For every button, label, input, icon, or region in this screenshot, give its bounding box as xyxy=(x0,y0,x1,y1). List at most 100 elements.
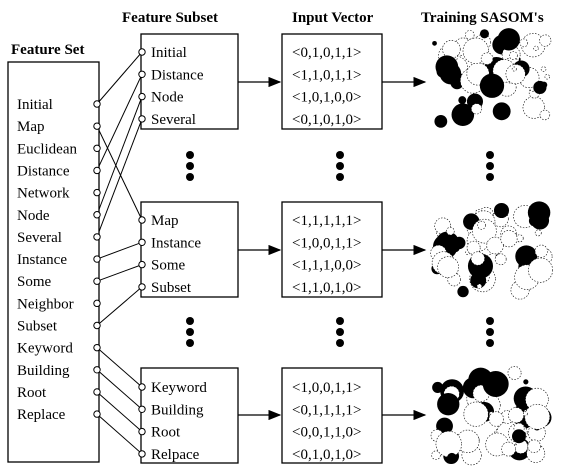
subset-item: Map xyxy=(151,213,179,229)
sasom-bubble xyxy=(480,52,494,65)
subset-port xyxy=(138,283,146,291)
feature-set-item: Replace xyxy=(17,407,66,423)
sasom-bubble xyxy=(435,55,459,79)
feature-port xyxy=(93,211,101,219)
sasom-bubble xyxy=(458,96,467,105)
feature-set-item: Keyword xyxy=(17,341,73,357)
sasom-bubble xyxy=(544,74,550,80)
connection-wires xyxy=(96,51,143,455)
subset-item: Keyword xyxy=(151,380,207,396)
subset-port xyxy=(138,450,146,458)
subset-item: Relpace xyxy=(151,447,200,463)
sasom-bubble xyxy=(534,229,542,237)
subset-port xyxy=(138,427,146,436)
sasom-bubble xyxy=(501,441,516,457)
sasom-bubble xyxy=(432,40,437,46)
sasom-map-1 xyxy=(432,28,552,128)
connection-wire xyxy=(96,51,143,105)
sasom-bubble xyxy=(527,439,541,453)
input-vector-row: <1,1,1,0,0> xyxy=(292,258,361,274)
input-vector-row: <1,1,0,1,1> xyxy=(292,67,361,83)
subset-item: Distance xyxy=(151,67,204,83)
feature-port xyxy=(93,299,101,308)
feature-set-item: Instance xyxy=(17,252,67,268)
feature-port xyxy=(93,144,101,153)
feature-set-list: InitialMapEuclideanDistanceNetworkNodeSe… xyxy=(17,97,77,423)
subset-item: Subset xyxy=(151,280,192,296)
connection-wire xyxy=(96,286,143,326)
feature-set-box xyxy=(7,61,100,463)
connection-wire xyxy=(96,369,143,410)
sasom-bubble xyxy=(492,102,511,121)
sasom-bubble xyxy=(539,109,551,121)
sasom-bubble xyxy=(493,202,510,219)
subset-port xyxy=(138,260,146,269)
sasom-bubble xyxy=(465,30,475,40)
sasom-bubble xyxy=(446,226,455,236)
feature-set-item: Subset xyxy=(17,319,58,335)
feature-set-item: Initial xyxy=(17,97,53,113)
feature-port xyxy=(93,255,101,263)
sasom-bubble xyxy=(523,379,529,385)
sasom-map-2 xyxy=(430,201,553,300)
sasom-bubble xyxy=(437,256,459,278)
sasom-bubble xyxy=(435,430,462,458)
sasom-bubble xyxy=(470,251,485,266)
connection-wire xyxy=(96,347,143,388)
feature-set-item: Network xyxy=(17,186,70,202)
sasom-bubble xyxy=(457,285,469,298)
sasom-bubble xyxy=(522,96,546,119)
connection-wire xyxy=(96,264,143,282)
connection-wire xyxy=(96,118,143,238)
feature-set-item: Map xyxy=(17,119,45,135)
input-vector-row: <1,1,0,1,0> xyxy=(292,280,361,296)
sasom-bubble xyxy=(509,51,518,60)
sasom-bubble xyxy=(524,403,551,430)
feature-port xyxy=(93,343,101,352)
feature-set-item: Several xyxy=(17,230,62,246)
subset-port xyxy=(138,70,146,79)
subset-item: Instance xyxy=(151,235,201,251)
subset-port xyxy=(138,48,146,56)
sasom-bubble xyxy=(534,244,548,258)
subset-item: Building xyxy=(151,402,204,418)
sasom-bubble xyxy=(451,103,475,127)
input-vector-row: <0,1,0,1,0> xyxy=(292,112,361,128)
feature-set-item: Distance xyxy=(17,163,70,179)
vector-box-3 xyxy=(281,367,383,464)
sasom-bubble xyxy=(456,429,480,454)
subset-item: Initial xyxy=(151,45,187,61)
sasom-bubble xyxy=(533,45,539,51)
sasom-bubble xyxy=(488,411,504,427)
sasom-bubble xyxy=(447,452,457,463)
connection-wire xyxy=(96,74,143,171)
input-vector-row: <0,0,1,1,0> xyxy=(292,425,361,441)
sasom-bubble xyxy=(479,29,489,39)
feature-set-item: Root xyxy=(17,385,47,401)
subset-box-3 xyxy=(140,367,239,464)
subset-item: Some xyxy=(151,258,186,274)
header-input-vector: Input Vector xyxy=(292,10,374,26)
sasom-bubble xyxy=(442,40,461,59)
header-training-sasoms: Training SASOM's xyxy=(421,10,544,26)
sasom-bubble xyxy=(508,407,525,424)
input-vector-row: <1,0,0,1,1> xyxy=(292,380,361,396)
continuation-dots-2 xyxy=(186,317,494,347)
feature-set-item: Some xyxy=(17,274,52,290)
vector-box-2 xyxy=(281,201,383,298)
sasom-bubble xyxy=(479,73,505,98)
sasom-bubble xyxy=(511,66,517,72)
sasom-bubble xyxy=(527,257,553,283)
vector-labels: <0,1,0,1,1><1,1,0,1,1><1,0,1,0,0><0,1,0,… xyxy=(292,45,361,463)
sasom-bubble xyxy=(486,236,504,255)
subset-port xyxy=(138,115,146,123)
subset-port xyxy=(138,238,146,247)
sasom-map-3 xyxy=(430,366,552,466)
connection-wire xyxy=(96,125,143,221)
connection-wire xyxy=(96,96,143,215)
feature-set-item: Node xyxy=(17,208,50,224)
input-vector-row: <1,1,1,1,1> xyxy=(292,213,361,229)
feature-port xyxy=(93,388,101,396)
sasom-bubble xyxy=(527,201,551,224)
